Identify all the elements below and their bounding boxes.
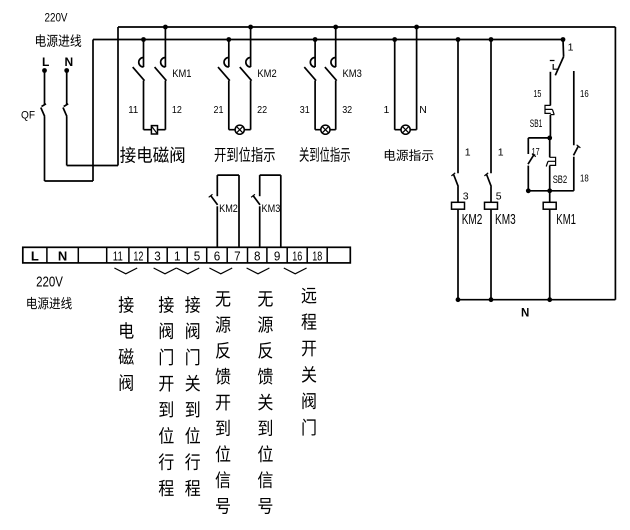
svg-text:1: 1 bbox=[465, 147, 471, 159]
svg-text:SB2: SB2 bbox=[553, 174, 568, 186]
svg-text:5: 5 bbox=[496, 191, 502, 203]
svg-text:3: 3 bbox=[154, 248, 161, 263]
svg-text:N: N bbox=[58, 248, 67, 263]
svg-text:5: 5 bbox=[194, 248, 201, 263]
svg-text:11: 11 bbox=[128, 104, 138, 116]
svg-text:16: 16 bbox=[580, 88, 589, 100]
svg-text:31: 31 bbox=[300, 104, 310, 116]
svg-text:KM1: KM1 bbox=[172, 68, 191, 80]
svg-text:L: L bbox=[31, 248, 39, 263]
svg-text:KM2: KM2 bbox=[257, 68, 276, 80]
svg-text:9: 9 bbox=[274, 248, 281, 263]
svg-text:SB1: SB1 bbox=[530, 118, 543, 130]
svg-text:7: 7 bbox=[234, 248, 241, 263]
svg-text:12: 12 bbox=[133, 248, 143, 263]
svg-text:KM3: KM3 bbox=[262, 203, 281, 215]
svg-text:6: 6 bbox=[214, 248, 221, 263]
svg-text:32: 32 bbox=[342, 104, 352, 116]
svg-text:18: 18 bbox=[580, 172, 589, 184]
svg-text:1: 1 bbox=[384, 104, 390, 116]
svg-text:1: 1 bbox=[174, 248, 181, 263]
svg-text:KM2: KM2 bbox=[462, 211, 483, 228]
svg-text:KM2: KM2 bbox=[219, 203, 238, 215]
svg-text:16: 16 bbox=[292, 248, 302, 263]
svg-text:KM1: KM1 bbox=[556, 211, 576, 228]
svg-text:22: 22 bbox=[257, 104, 267, 116]
svg-text:3: 3 bbox=[463, 191, 469, 203]
svg-text:17: 17 bbox=[532, 146, 540, 158]
svg-text:8: 8 bbox=[254, 248, 261, 263]
svg-text:N: N bbox=[419, 104, 427, 116]
svg-text:N: N bbox=[65, 55, 74, 69]
svg-text:N: N bbox=[521, 308, 529, 320]
svg-text:18: 18 bbox=[312, 248, 322, 263]
svg-text:KM3: KM3 bbox=[343, 68, 362, 80]
svg-text:12: 12 bbox=[172, 104, 182, 116]
svg-text:220V: 220V bbox=[36, 273, 63, 290]
svg-text:QF: QF bbox=[21, 110, 35, 122]
svg-text:KM3: KM3 bbox=[495, 211, 516, 228]
svg-text:15: 15 bbox=[533, 88, 541, 100]
svg-text:11: 11 bbox=[113, 248, 123, 263]
svg-text:21: 21 bbox=[214, 104, 224, 116]
svg-text:1: 1 bbox=[568, 42, 574, 54]
svg-text:1: 1 bbox=[498, 147, 504, 159]
svg-text:220V: 220V bbox=[45, 11, 69, 25]
svg-text:L: L bbox=[42, 55, 49, 69]
